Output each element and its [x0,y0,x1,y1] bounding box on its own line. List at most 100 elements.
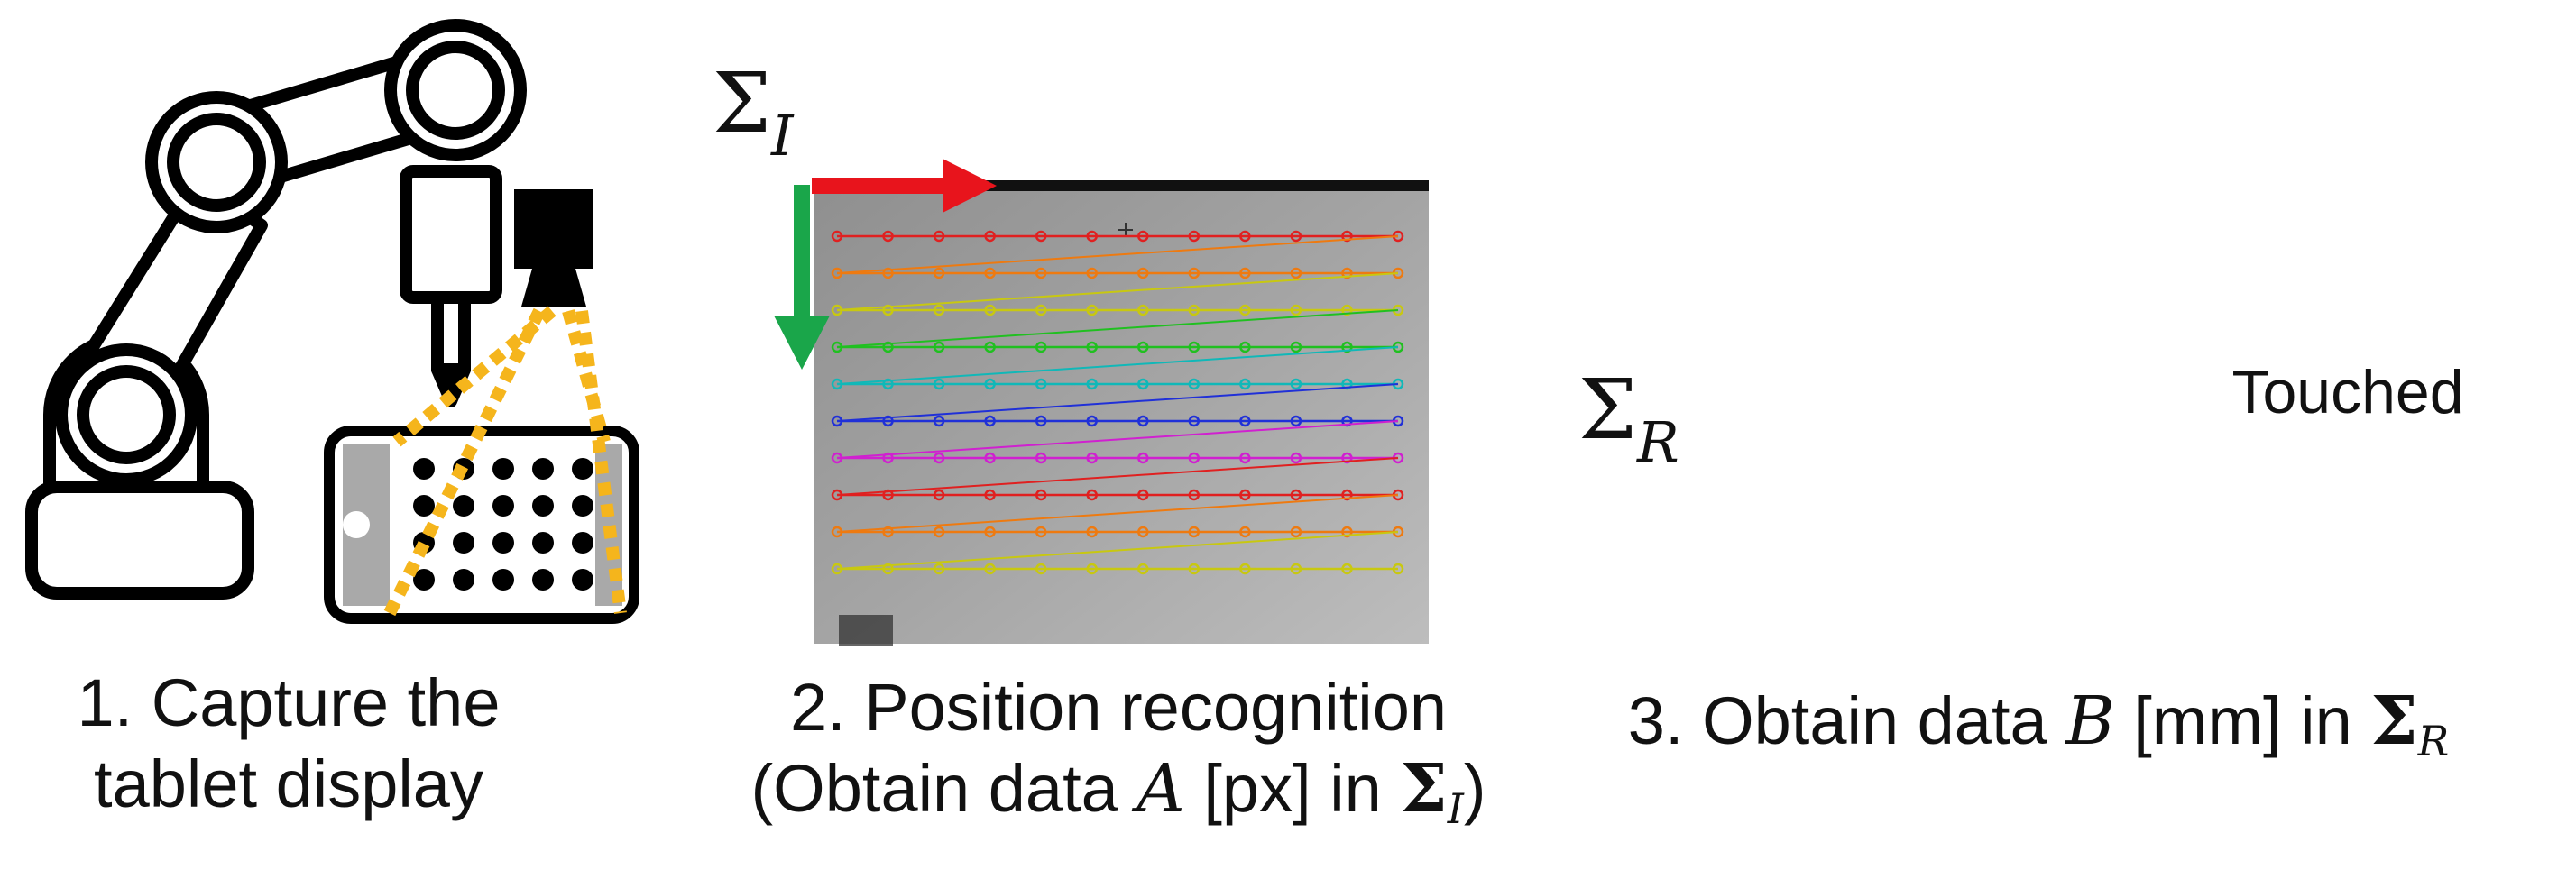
touch-dot [532,458,554,480]
recognized-point [1290,304,1302,316]
recognized-point [1086,526,1098,538]
recognized-point [1341,489,1353,501]
recognized-point [882,378,894,390]
calibration-photo [814,180,1429,646]
recognized-point [831,526,843,538]
touch-dot [413,458,435,480]
recognized-point [933,526,945,538]
recognized-point [1188,304,1201,316]
callout-text: Touched [2231,358,2464,426]
recognized-point [984,526,996,538]
touch-dot [572,569,593,591]
panel-1-robot-arm-icon [25,19,527,600]
point-row-connector [836,309,1399,348]
recognized-point [1035,563,1047,575]
recognized-point [1086,415,1098,427]
recognized-point [1086,341,1098,353]
recognized-point [1341,341,1353,353]
image-frame-axes [774,159,997,370]
camera-icon [514,189,593,307]
recognized-point [1188,341,1201,353]
recognized-point [1341,267,1353,279]
touch-dot [453,569,474,591]
caption-panel-2-line-1: 2. Position recognition [789,670,1448,745]
recognized-point [1035,267,1047,279]
caption-panel-1-line-2: tablet display [94,746,483,821]
touch-dot [453,495,474,517]
recognized-point [1188,378,1201,390]
recognized-point [831,378,843,390]
recognized-point [1086,452,1098,464]
recognized-point [1188,452,1201,464]
recognized-point [933,563,945,575]
recognized-point [1188,267,1201,279]
point-row-connector [836,531,1399,570]
robot-frame-label: ΣR [1578,362,1679,476]
recognized-point [831,489,843,501]
recognized-point [1239,563,1251,575]
recognized-point [933,341,945,353]
touch-dot [572,532,593,554]
point-row-connector [836,235,1399,274]
recognized-point [831,452,843,464]
recognized-point [1086,230,1098,243]
recognized-point [984,230,996,243]
recognized-point [882,267,894,279]
touch-dot [492,458,514,480]
touch-dot [453,532,474,554]
recognized-point [1341,378,1353,390]
touch-dot [492,569,514,591]
recognized-point [984,452,996,464]
recognized-point [882,230,894,243]
touch-dot [492,532,514,554]
recognized-point [1290,341,1302,353]
recognized-point [984,267,996,279]
recognized-point [831,267,843,279]
recognized-point [882,304,894,316]
recognized-point [1137,267,1149,279]
recognized-point [882,563,894,575]
recognized-point [984,563,996,575]
touch-dot [532,569,554,591]
panel-1-tablet-icon [324,426,639,624]
recognized-point [1239,267,1251,279]
recognized-point [1137,341,1149,353]
recognized-point [933,415,945,427]
recognized-point [1035,526,1047,538]
recognized-point [1239,341,1251,353]
recognized-point [933,378,945,390]
recognized-point [1137,304,1149,316]
point-row-connector [836,420,1399,459]
touch-dot [413,569,435,591]
recognized-point [984,378,996,390]
recognized-point [1239,526,1251,538]
recognized-point [882,341,894,353]
recognized-point [1341,415,1353,427]
recognized-point [1137,415,1149,427]
point-row-connector [836,272,1399,311]
recognized-point [1137,526,1149,538]
recognized-point [882,526,894,538]
touch-dot [532,495,554,517]
recognized-point [1035,230,1047,243]
recognized-point [933,489,945,501]
recognized-point [1239,378,1251,390]
recognized-point [1290,267,1302,279]
camera-view-lines [383,306,627,617]
recognized-point [1290,378,1302,390]
recognized-point [1341,563,1353,575]
caption-panel-1: 1. Capture the tablet display [36,663,541,825]
recognized-point [1341,452,1353,464]
recognized-point [1188,563,1201,575]
recognized-point [984,341,996,353]
recognized-point [1290,452,1302,464]
recognized-point [1290,489,1302,501]
recognized-point [1035,378,1047,390]
recognized-point [882,452,894,464]
recognized-point [1035,415,1047,427]
recognized-point [1086,563,1098,575]
recognized-point [1341,526,1353,538]
caption-panel-1-line-1: 1. Capture the [77,665,501,740]
recognized-point [1290,415,1302,427]
